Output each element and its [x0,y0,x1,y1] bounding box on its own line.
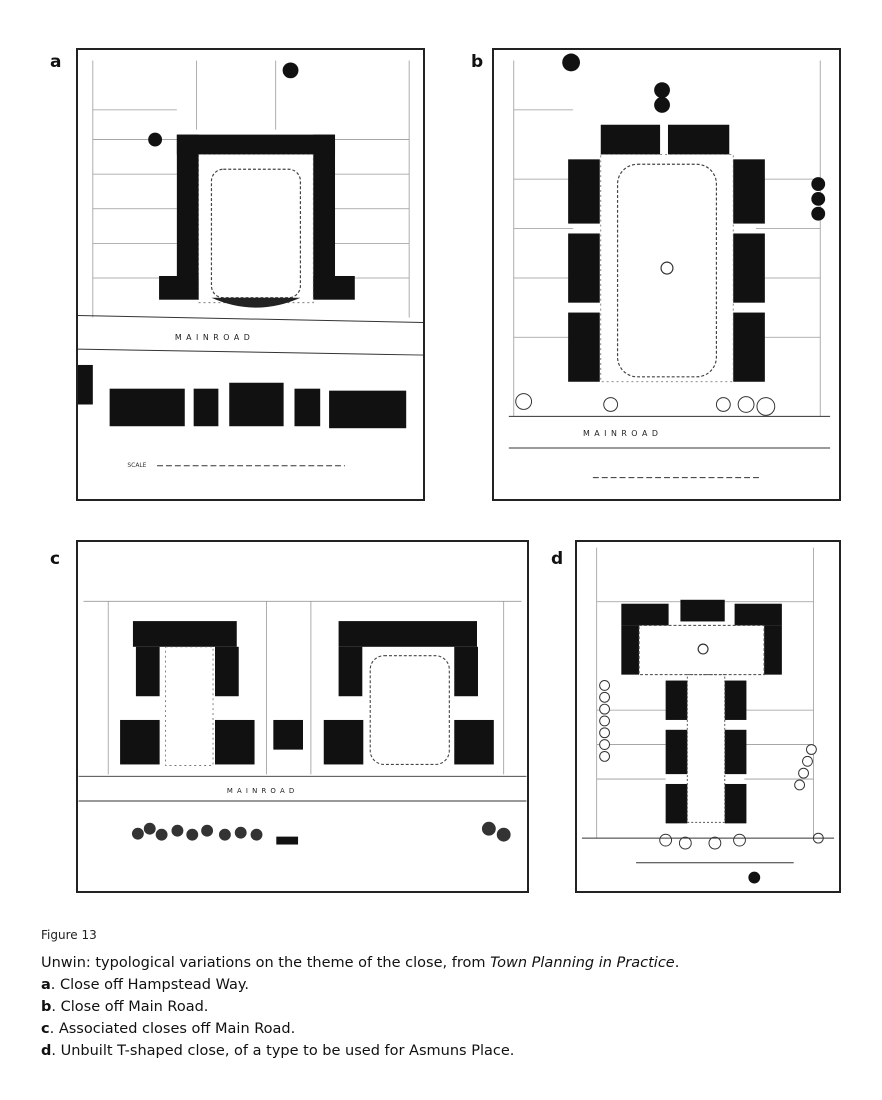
panel-letter-a: a [50,52,62,72]
caption-item-text: . Close off Hampstead Way. [50,977,249,993]
road-label-a: M A I N R O A D [175,333,251,342]
caption-item-text: . Unbuilt T-shaped close, of a type to b… [51,1043,515,1059]
plan-panel-b: M A I N R O A D [492,48,841,501]
panel-letter-b: b [471,52,484,72]
plan-drawing-c: M A I N R O A D [78,600,527,845]
plan-drawing-b: M A I N R O A D [508,53,831,479]
caption-lead-line: Unwin: typological variations on the the… [41,952,841,974]
panel-letter-d: d [551,549,564,569]
caption-item-a: a. Close off Hampstead Way. [41,974,841,996]
plan-drawing-d [581,547,835,884]
caption-source: Town Planning in Practice [490,955,675,971]
plan-panel-c: M A I N R O A D [76,540,529,893]
plan-panel-d [575,540,841,893]
plan-panel-a: M A I N R O A D SCALE [76,48,425,501]
caption-item-text: . Associated closes off Main Road. [49,1021,296,1037]
caption-end: . [674,955,680,971]
caption-item-letter: b [41,999,52,1015]
panel-letter-c: c [50,549,61,569]
scale-label-a: SCALE [127,462,146,469]
caption-item-letter: c [41,1021,50,1037]
caption-item-d: d. Unbuilt T-shaped close, of a type to … [41,1040,841,1062]
plan-drawing-a: M A I N R O A D SCALE [78,60,423,469]
caption-item-b: b. Close off Main Road. [41,996,841,1018]
caption-item-text: . Close off Main Road. [51,999,209,1015]
caption-item-c: c. Associated closes off Main Road. [41,1018,841,1040]
road-label-b: M A I N R O A D [583,429,659,438]
caption-lead: Unwin: typological variations on the the… [41,955,491,971]
caption-item-letter: d [41,1043,52,1059]
caption-item-letter: a [41,977,51,993]
figure-caption: Unwin: typological variations on the the… [41,952,841,1062]
road-label-c: M A I N R O A D [227,787,295,795]
figure-label: Figure 13 [41,928,97,942]
